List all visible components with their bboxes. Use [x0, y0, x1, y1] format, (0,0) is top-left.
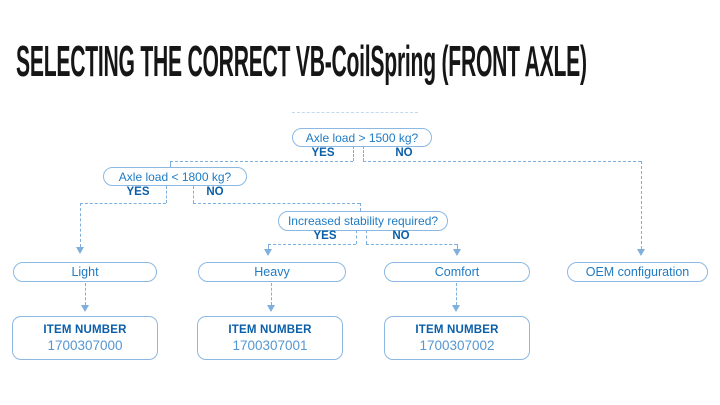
no-label-decision-3: NO [392, 230, 410, 242]
item-number-label: ITEM NUMBER [228, 323, 312, 336]
arrow-down-icon [637, 249, 645, 256]
arrow-down-icon [264, 249, 272, 256]
outcome-label: Comfort [434, 265, 480, 279]
truncated-connector-line [292, 112, 418, 113]
outcome-heavy: Heavy [198, 262, 346, 282]
connector-line [271, 283, 272, 305]
item-number-label: ITEM NUMBER [415, 323, 499, 336]
no-label-decision-1: NO [395, 147, 413, 159]
connector-line [360, 203, 361, 211]
connector-line [641, 161, 642, 249]
decision-question: Axle load < 1800 kg? [118, 169, 232, 184]
outcome-label: OEM configuration [585, 265, 690, 279]
connector-line [356, 230, 357, 244]
outcome-oem-configuration: OEM configuration [567, 262, 708, 282]
page-title: SELECTING THE CORRECT VB-CoilSpring (FRO… [16, 37, 587, 86]
connector-line [80, 203, 81, 247]
outcome-label: Heavy [254, 265, 290, 279]
item-number-label: ITEM NUMBER [43, 323, 127, 336]
arrow-down-icon [76, 247, 84, 254]
connector-line-yes-2 [80, 203, 166, 204]
arrow-down-icon [81, 305, 89, 312]
arrow-down-icon [267, 305, 275, 312]
connector-line [166, 186, 167, 203]
item-number-value: 1700307000 [47, 337, 123, 353]
yes-label-decision-3: YES [313, 230, 337, 242]
decision-axle-load-1500: Axle load > 1500 kg? [292, 128, 432, 147]
connector-line-no-3 [366, 244, 457, 245]
item-number-box-heavy: ITEM NUMBER 1700307001 [197, 316, 343, 360]
yes-label-decision-2: YES [126, 186, 150, 198]
connector-line [366, 230, 367, 244]
connector-line [170, 161, 171, 167]
yes-label-decision-1: YES [311, 147, 335, 159]
connector-line-no-2 [193, 203, 360, 204]
decision-increased-stability: Increased stability required? [278, 211, 448, 231]
decision-question: Increased stability required? [287, 214, 439, 228]
arrow-down-icon [452, 305, 460, 312]
no-label-decision-2: NO [206, 186, 224, 198]
connector-line [268, 244, 269, 250]
connector-line [457, 244, 458, 250]
connector-line-yes-3 [268, 244, 356, 245]
connector-line [456, 283, 457, 305]
connector-line-no-1 [363, 161, 641, 162]
connector-line [353, 146, 354, 161]
connector-line-yes-1 [170, 161, 353, 162]
outcome-light: Light [13, 262, 157, 282]
connector-line [363, 146, 364, 161]
outcome-label: Light [71, 265, 99, 279]
item-number-box-light: ITEM NUMBER 1700307000 [12, 316, 158, 360]
decision-axle-load-1800: Axle load < 1800 kg? [103, 167, 247, 186]
decision-question: Axle load > 1500 kg? [305, 130, 419, 145]
connector-line [85, 283, 86, 305]
item-number-box-comfort: ITEM NUMBER 1700307002 [384, 316, 530, 360]
item-number-value: 1700307002 [419, 337, 495, 353]
item-number-value: 1700307001 [232, 337, 308, 353]
connector-line [193, 186, 194, 203]
outcome-comfort: Comfort [384, 262, 530, 282]
arrow-down-icon [453, 249, 461, 256]
